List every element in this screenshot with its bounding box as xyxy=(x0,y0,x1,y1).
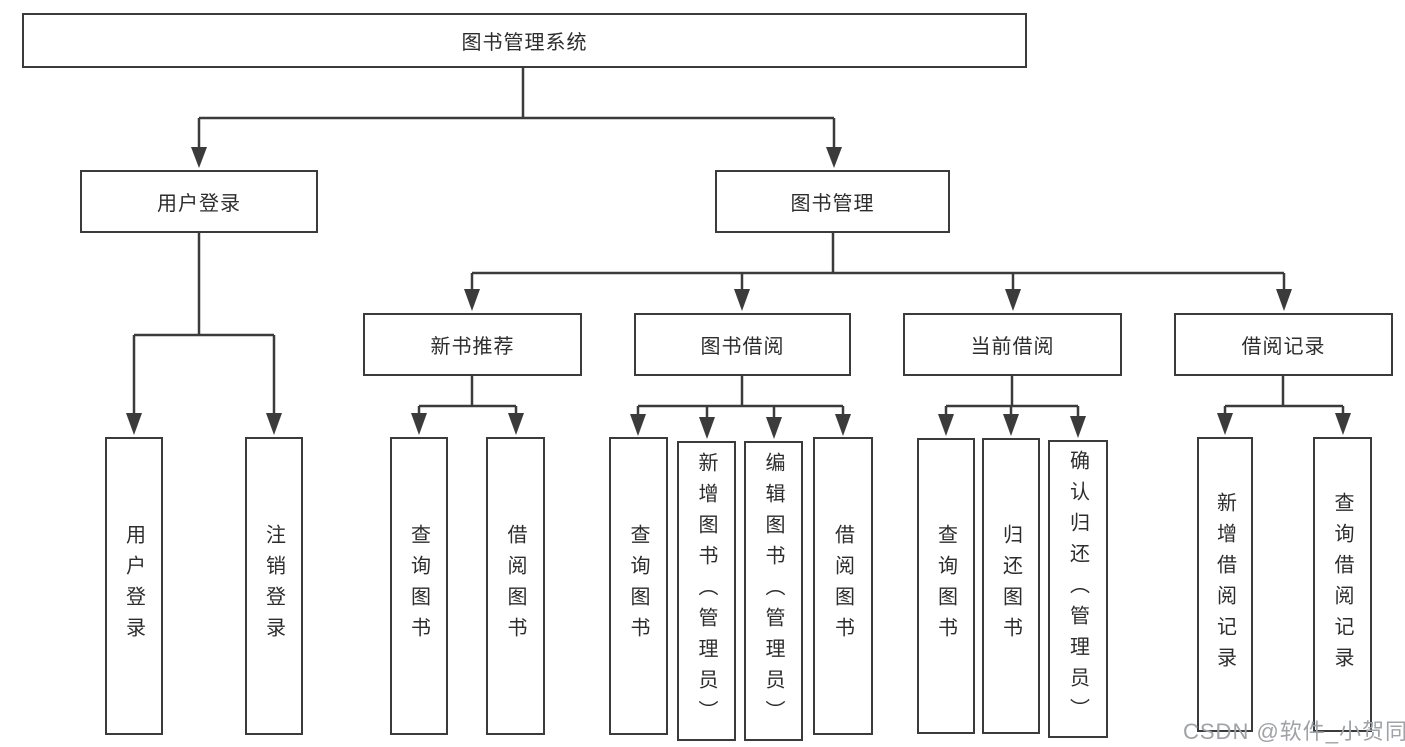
node-book-management: 图书管理 xyxy=(715,170,950,233)
node-book-borrow: 图书借阅 xyxy=(634,313,851,376)
leaf-borrow-books-recommend-label: 借阅图书 xyxy=(504,524,526,648)
leaf-user-login-label: 用户登录 xyxy=(122,524,145,648)
leaf-borrow-books-borrow: 借阅图书 xyxy=(813,437,873,735)
leaf-confirm-return-admin-label: 确认归还（管理员） xyxy=(1066,449,1089,729)
node-root-label: 图书管理系统 xyxy=(461,32,588,54)
leaf-borrow-books-recommend: 借阅图书 xyxy=(486,437,545,735)
leaf-return-books-label: 归还图书 xyxy=(999,524,1022,648)
leaf-query-books-borrow-label: 查询图书 xyxy=(627,524,649,648)
leaf-add-borrow-record-label: 新增借阅记录 xyxy=(1213,491,1236,678)
leaf-return-books: 归还图书 xyxy=(982,438,1040,734)
node-current-borrow-label: 当前借阅 xyxy=(970,336,1055,358)
leaf-add-books-admin: 新增图书（管理员） xyxy=(677,441,736,741)
connector-record-to-leaves xyxy=(1217,376,1351,435)
leaf-logout-login-label: 注销登录 xyxy=(262,524,285,648)
connector-book-mgmt-to-level2 xyxy=(464,233,1292,311)
leaf-borrow-books-borrow-label: 借阅图书 xyxy=(831,524,854,648)
node-new-book-recommend: 新书推荐 xyxy=(363,313,582,376)
leaf-query-borrow-record: 查询借阅记录 xyxy=(1313,437,1372,732)
leaf-query-books-recommend-label: 查询图书 xyxy=(407,524,430,648)
node-new-book-recommend-label: 新书推荐 xyxy=(430,336,515,358)
connector-user-login-to-leaves xyxy=(126,233,282,435)
leaf-add-books-admin-label: 新增图书（管理员） xyxy=(695,451,717,731)
leaf-user-login: 用户登录 xyxy=(105,437,163,735)
connector-recommend-to-leaves xyxy=(411,376,524,435)
node-user-login: 用户登录 xyxy=(80,170,318,233)
leaf-query-books-recommend: 查询图书 xyxy=(390,437,448,735)
node-book-borrow-label: 图书借阅 xyxy=(700,336,785,358)
leaf-edit-books-admin: 编辑图书（管理员） xyxy=(744,441,803,741)
watermark-text: CSDN @软件_小贺同学 xyxy=(1183,719,1405,744)
leaf-edit-books-admin-label: 编辑图书（管理员） xyxy=(762,451,784,731)
node-current-borrow: 当前借阅 xyxy=(903,313,1122,376)
node-borrow-record-label: 借阅记录 xyxy=(1241,336,1326,358)
connector-current-to-leaves xyxy=(938,376,1086,438)
leaf-query-books-current-label: 查询图书 xyxy=(934,524,957,648)
node-user-login-label: 用户登录 xyxy=(157,193,241,215)
node-borrow-record: 借阅记录 xyxy=(1174,313,1393,376)
leaf-add-borrow-record: 新增借阅记录 xyxy=(1197,437,1253,732)
connector-borrow-to-leaves xyxy=(630,376,851,439)
node-root: 图书管理系统 xyxy=(22,13,1027,68)
leaf-logout-login: 注销登录 xyxy=(245,437,303,735)
leaf-query-books-current: 查询图书 xyxy=(917,438,975,734)
connector-root-to-level1 xyxy=(191,68,842,168)
leaf-query-books-borrow: 查询图书 xyxy=(609,437,668,735)
leaf-query-borrow-record-label: 查询借阅记录 xyxy=(1331,491,1353,678)
leaf-confirm-return-admin: 确认归还（管理员） xyxy=(1048,440,1108,738)
node-book-management-label: 图书管理 xyxy=(790,193,875,215)
